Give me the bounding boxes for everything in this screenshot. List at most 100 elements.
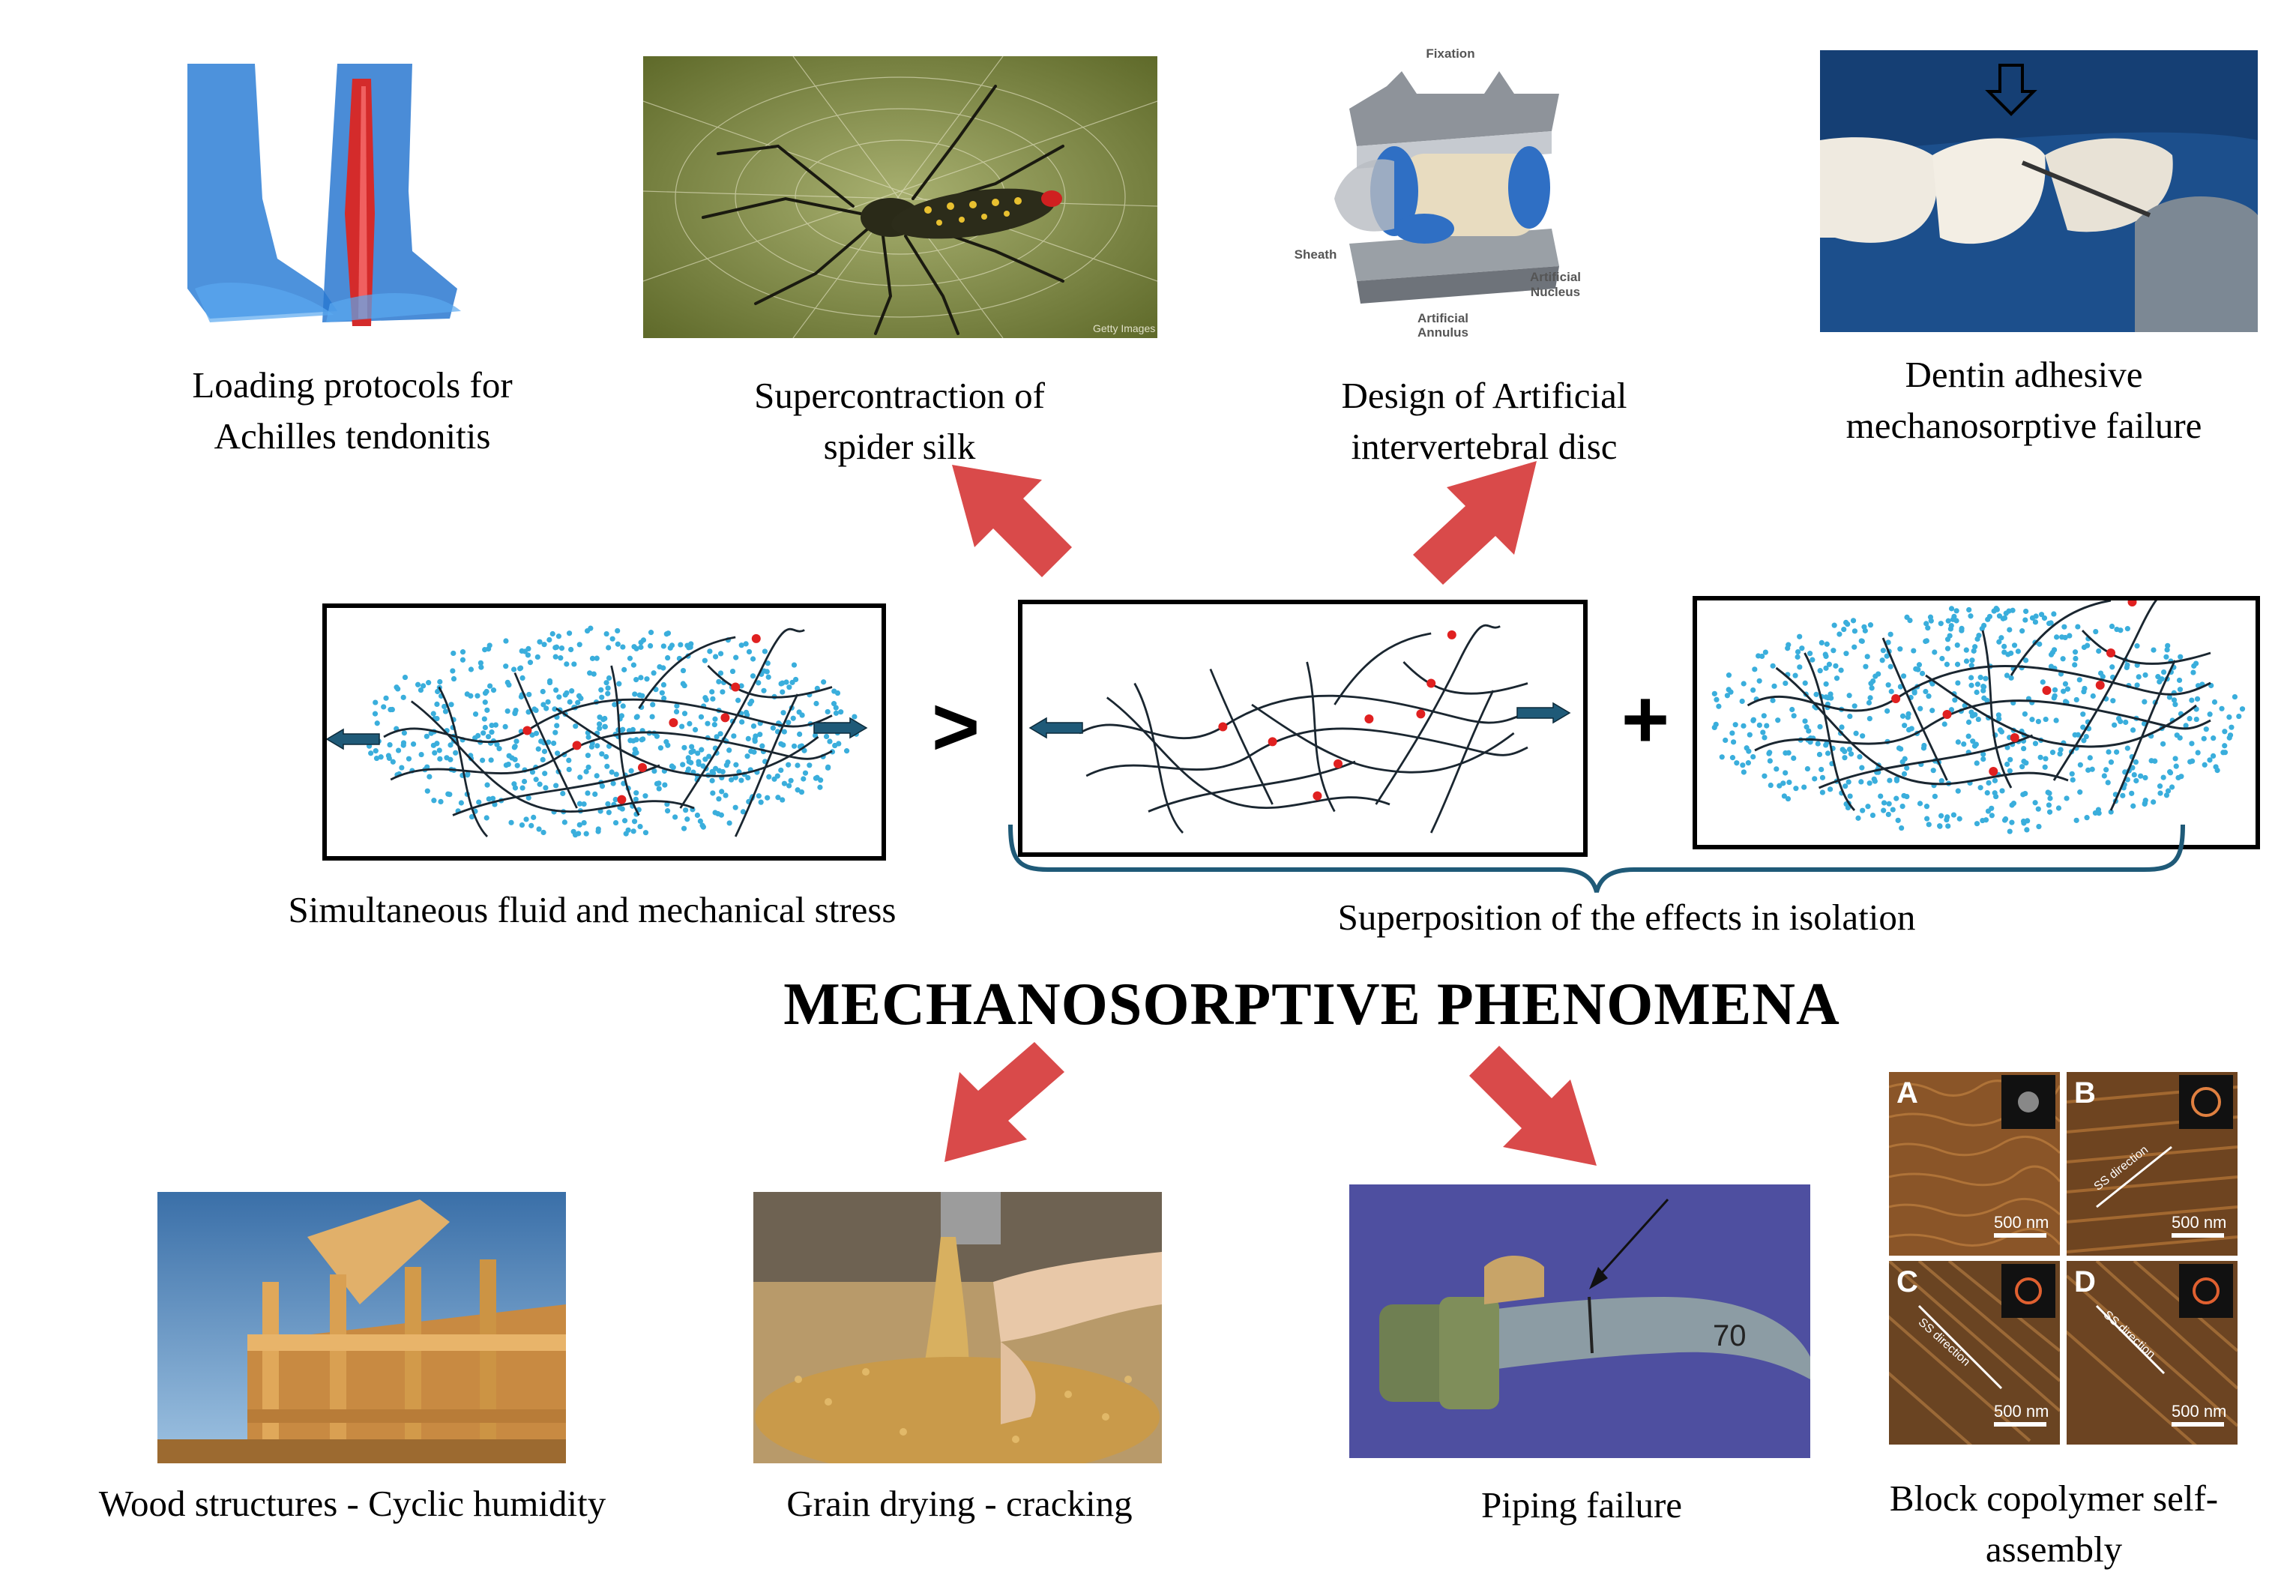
fluid-dot bbox=[1791, 713, 1797, 719]
fluid-dot bbox=[1899, 804, 1905, 810]
fluid-dot bbox=[2222, 729, 2228, 735]
polymer-chain bbox=[1881, 637, 1948, 781]
fluid-dot bbox=[502, 723, 508, 730]
fluid-dot bbox=[2067, 633, 2073, 639]
fluid-dot bbox=[2118, 718, 2124, 725]
fluid-dot bbox=[2007, 828, 2013, 834]
fluid-dot bbox=[681, 682, 687, 689]
fluid-dot bbox=[1783, 750, 1789, 756]
fluid-dot bbox=[427, 774, 433, 780]
fluid-dot bbox=[1723, 737, 1729, 744]
fluid-dot bbox=[2072, 649, 2079, 655]
fluid-dot bbox=[1904, 765, 1910, 771]
fluid-dot bbox=[648, 630, 654, 636]
pull-arrow-left bbox=[1028, 717, 1083, 739]
fluid-dot bbox=[587, 670, 593, 676]
fluid-dot bbox=[2166, 694, 2172, 700]
fluid-dot bbox=[573, 723, 579, 729]
fluid-dot bbox=[459, 649, 466, 655]
fluid-dot bbox=[1948, 707, 1955, 713]
fluid-dot bbox=[2095, 807, 2102, 813]
fluid-dot bbox=[1848, 751, 1854, 757]
fluid-dot bbox=[594, 743, 600, 749]
fluid-dot bbox=[2046, 802, 2052, 808]
fluid-dot bbox=[1897, 646, 1903, 652]
caption-achilles-line1: Loading protocols for bbox=[192, 364, 513, 406]
fluid-dot bbox=[519, 785, 525, 791]
fluid-dot bbox=[1819, 766, 1825, 773]
fluid-dot bbox=[1770, 697, 1776, 703]
crosslink-point bbox=[1942, 710, 1952, 719]
pull-arrow-right bbox=[1516, 702, 1571, 724]
fluid-dot bbox=[568, 646, 574, 653]
fluid-dot bbox=[576, 822, 582, 828]
fluid-dot bbox=[680, 762, 686, 768]
fluid-dot bbox=[2189, 741, 2195, 747]
fluid-dot bbox=[612, 796, 618, 803]
fluid-dot bbox=[2073, 817, 2079, 823]
fluid-dot bbox=[685, 755, 691, 761]
fluid-dot bbox=[609, 636, 615, 642]
fluid-dot bbox=[774, 773, 780, 779]
fluid-dot bbox=[852, 714, 858, 720]
fluid-dot bbox=[2037, 754, 2043, 760]
piping-illustration: 70 bbox=[1349, 1184, 1810, 1458]
fluid-dot bbox=[630, 662, 637, 668]
crosslink-point bbox=[1364, 714, 1374, 723]
fluid-dot bbox=[1890, 807, 1896, 813]
fluid-dot bbox=[2032, 800, 2038, 806]
fluid-dot bbox=[1983, 817, 1989, 823]
fluid-dot bbox=[486, 642, 492, 648]
fluid-dot bbox=[670, 765, 676, 771]
fluid-dot bbox=[437, 756, 443, 762]
afm-panel-b: B 500 nm SS direction bbox=[2067, 1072, 2238, 1256]
fluid-dot bbox=[1968, 682, 1974, 688]
fluid-dot bbox=[2053, 634, 2060, 640]
fluid-dot bbox=[1932, 793, 1938, 799]
fluid-dot bbox=[1745, 760, 1751, 766]
fluid-dot bbox=[786, 762, 792, 768]
fluid-dot bbox=[2041, 615, 2048, 621]
polymer-chain bbox=[1804, 652, 1856, 812]
pull-arrow-right bbox=[813, 717, 868, 739]
fluid-dot bbox=[1888, 688, 1894, 694]
fluid-dot bbox=[2165, 788, 2172, 794]
fluid-dot bbox=[1923, 638, 1929, 645]
fluid-dot bbox=[447, 792, 453, 798]
fluid-dot bbox=[605, 690, 611, 696]
fluid-dot bbox=[2142, 672, 2148, 678]
fluid-dot bbox=[726, 747, 732, 753]
fluid-dot bbox=[2062, 699, 2069, 705]
fluid-dot bbox=[710, 696, 716, 702]
fluid-dot bbox=[480, 757, 486, 763]
fluid-dot bbox=[383, 695, 389, 701]
fluid-dot bbox=[2176, 677, 2183, 684]
fluid-dot bbox=[540, 702, 546, 708]
fluid-dot bbox=[1775, 717, 1781, 723]
polymer-chain bbox=[1925, 674, 2197, 748]
fluid-dot bbox=[410, 741, 417, 747]
fluid-dot bbox=[1842, 783, 1848, 789]
polymer-chain bbox=[2109, 660, 2176, 811]
fluid-dot bbox=[1824, 641, 1830, 647]
caption-achilles: Loading protocols for Achilles tendoniti… bbox=[112, 360, 592, 462]
fluid-dot bbox=[633, 737, 639, 743]
fluid-dot bbox=[609, 769, 615, 775]
fluid-dot bbox=[1897, 684, 1903, 690]
fluid-dot bbox=[2239, 706, 2246, 712]
fluid-dot bbox=[1929, 708, 1935, 714]
fluid-dot bbox=[2081, 644, 2088, 651]
fluid-dot bbox=[1999, 788, 2005, 794]
fluid-dot bbox=[1986, 780, 1992, 786]
crosslink-point bbox=[2106, 648, 2115, 657]
fluid-dot bbox=[483, 815, 489, 821]
fluid-dot bbox=[750, 656, 756, 662]
fluid-dot bbox=[639, 693, 645, 699]
fluid-dot bbox=[2046, 809, 2053, 815]
fluid-dot bbox=[731, 733, 737, 739]
fluid-dot bbox=[1810, 657, 1816, 663]
fluid-dot bbox=[766, 774, 772, 780]
fluid-dot bbox=[1851, 644, 1857, 650]
afm-panel-d: D 500 nm SS direction bbox=[2067, 1261, 2238, 1445]
fluid-dot bbox=[2024, 827, 2030, 833]
